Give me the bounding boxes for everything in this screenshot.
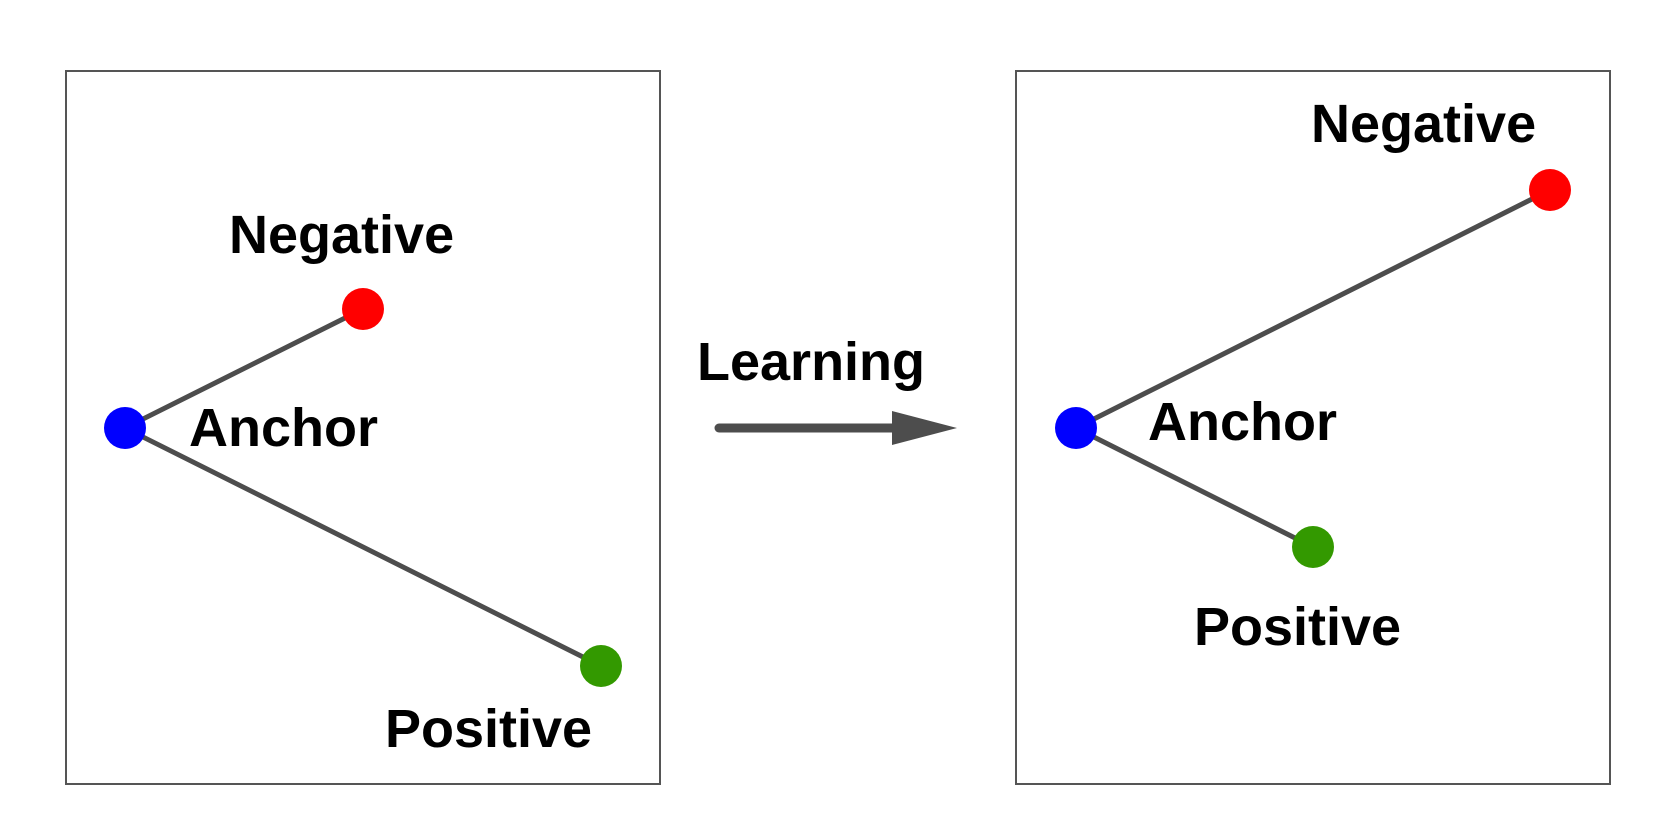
anchor-positive-edge-after [1073,425,1316,550]
anchor-label-after: Anchor [1148,392,1337,452]
before-learning-panel: Negative Anchor Positive [65,70,661,785]
anchor-point-after [1055,407,1097,449]
negative-label-before: Negative [229,205,454,265]
anchor-negative-edge-before [122,306,366,431]
after-learning-panel: Negative Anchor Positive [1015,70,1611,785]
anchor-negative-edge-after [1073,187,1553,431]
positive-point-before [580,645,622,687]
anchor-point-before [104,407,146,449]
right-arrow-icon [714,411,957,445]
after-panel-frame [1015,70,1611,785]
before-panel-frame [65,70,661,785]
arrow-head [892,411,957,445]
learning-transition: Learning [697,332,957,445]
negative-point-before [342,288,384,330]
learning-label: Learning [697,332,925,392]
negative-label-after: Negative [1311,94,1536,154]
anchor-label-before: Anchor [189,398,378,458]
positive-label-before: Positive [385,699,592,759]
positive-point-after [1292,526,1334,568]
anchor-positive-edge-before [122,425,604,669]
positive-label-after: Positive [1194,597,1401,657]
negative-point-after [1529,169,1571,211]
